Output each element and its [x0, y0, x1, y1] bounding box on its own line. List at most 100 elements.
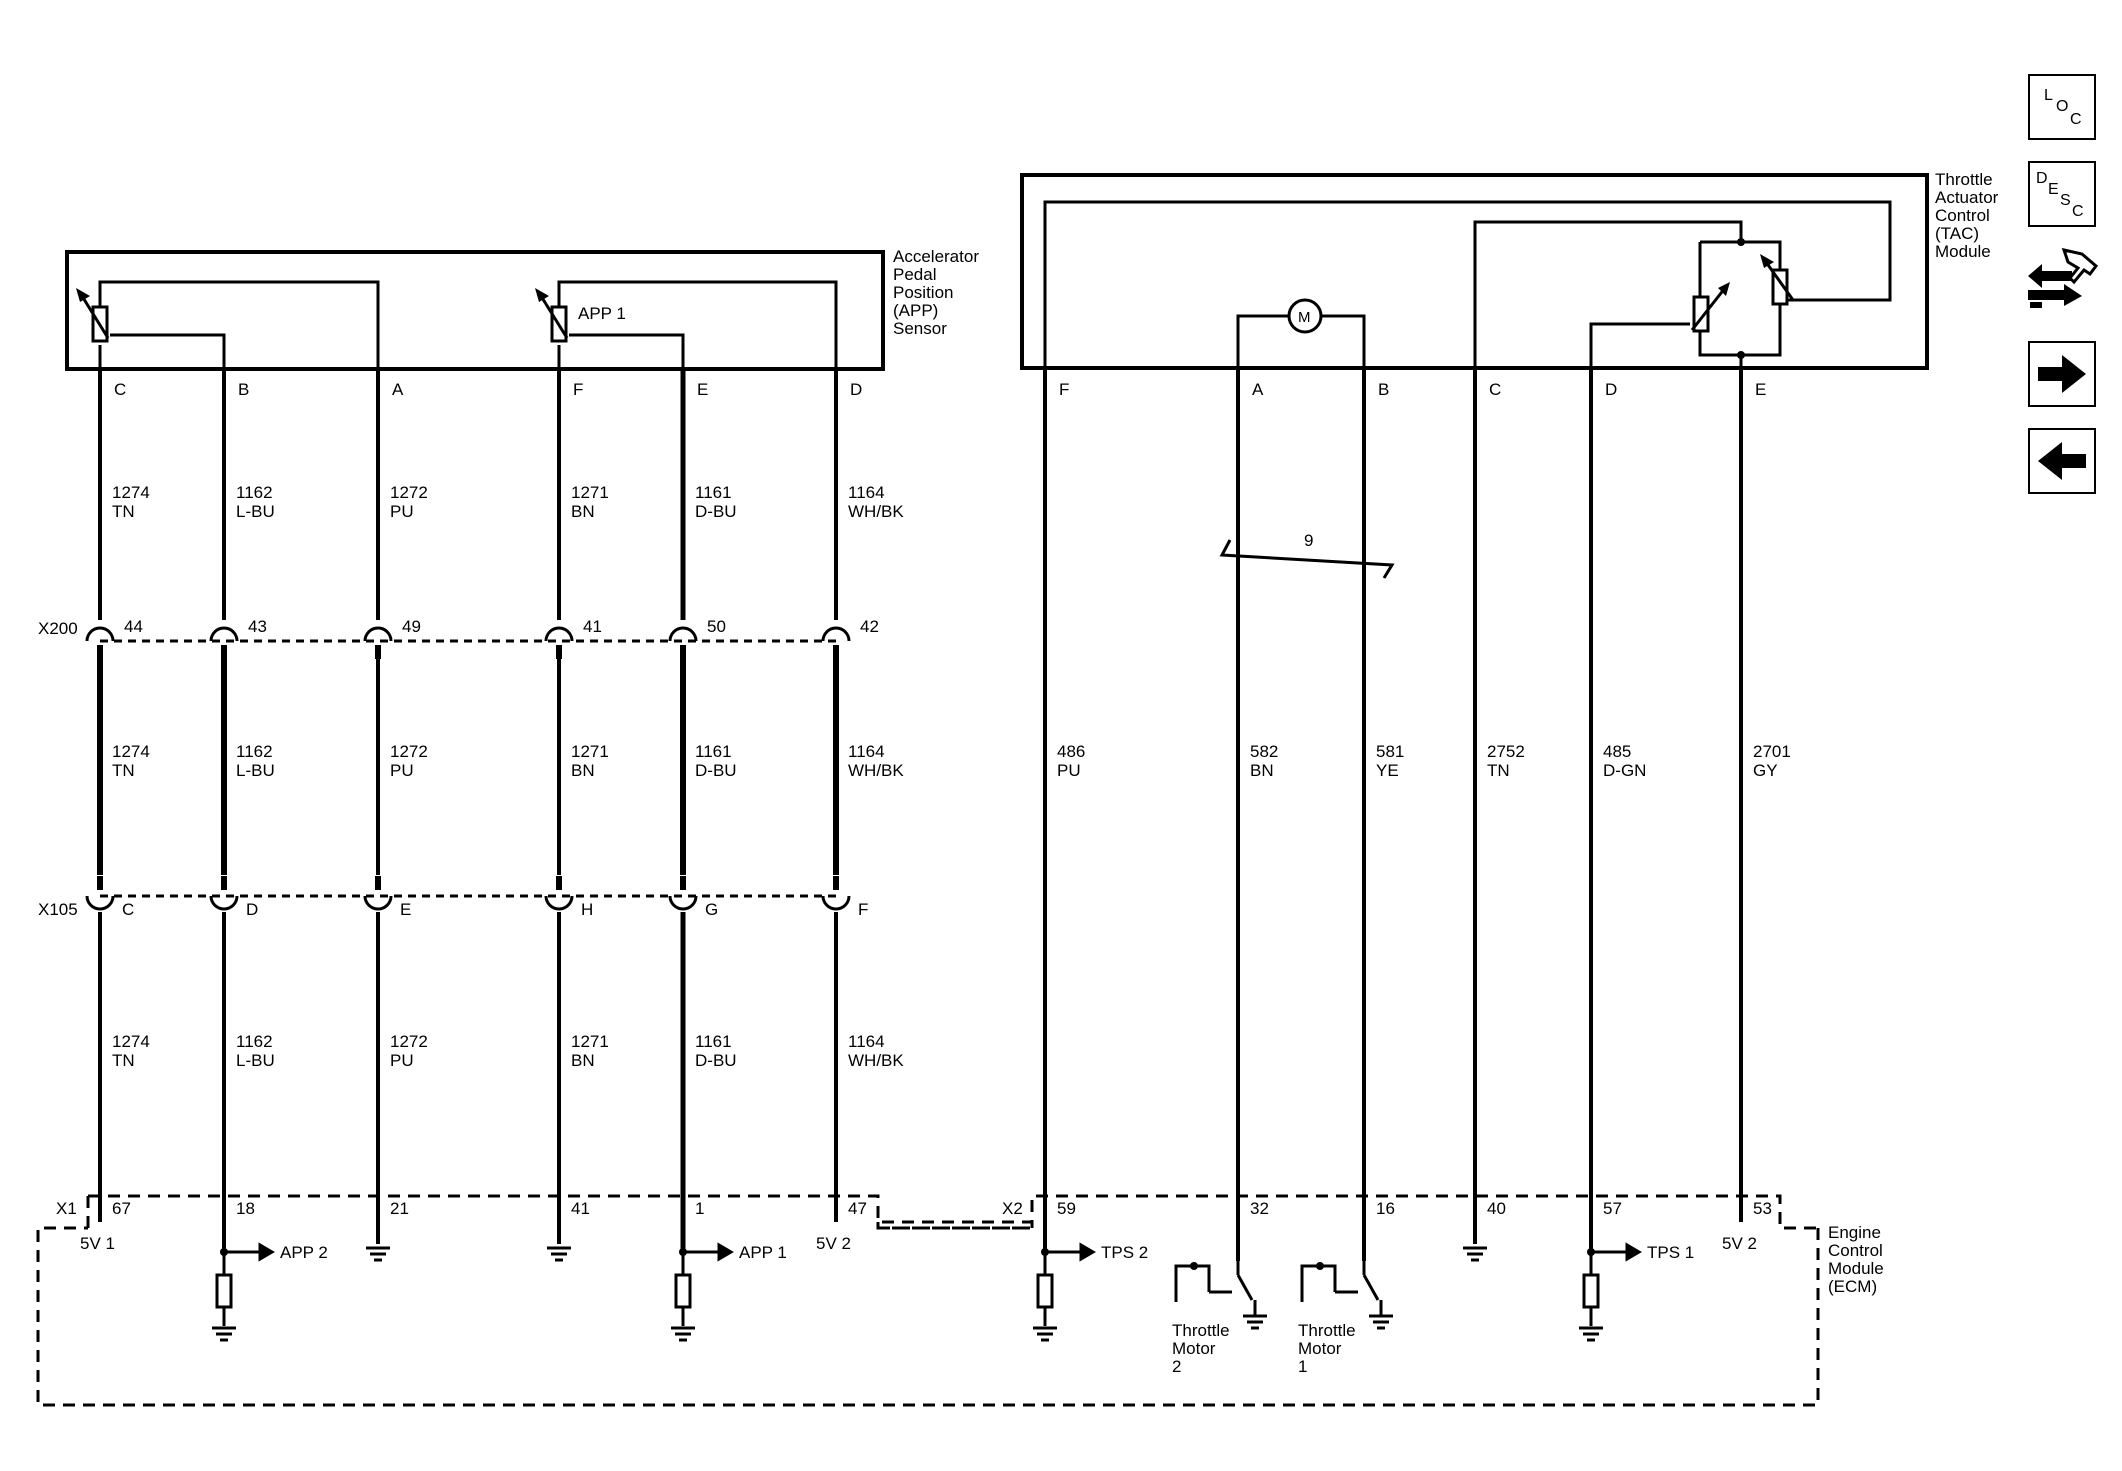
x1-pin: 67 [112, 1199, 131, 1218]
junction-dots [220, 1248, 1595, 1256]
next-arrow-icon [2038, 355, 2086, 393]
description-button[interactable]: D E S C [2028, 161, 2096, 227]
app-sensor-title-4: (APP) [893, 301, 938, 320]
svg-text:GY: GY [1753, 761, 1778, 780]
x200-pin: 43 [248, 617, 267, 636]
svg-text:1272: 1272 [390, 1032, 428, 1051]
x1-pin: 18 [236, 1199, 255, 1218]
ecm-5v1-label: 5V 1 [80, 1234, 115, 1253]
ecm-title-4: (ECM) [1828, 1277, 1877, 1296]
throttle-motor-1-dot [1316, 1262, 1324, 1270]
app-wires [97, 369, 839, 1252]
tac-title-1: Throttle [1935, 170, 1993, 189]
x200-pin: 42 [860, 617, 879, 636]
x1-label: X1 [56, 1199, 77, 1218]
ecm-title-2: Control [1828, 1241, 1883, 1260]
x200-label: X200 [38, 619, 78, 638]
svg-text:D-BU: D-BU [695, 1051, 737, 1070]
tac-pin-b: B [1378, 380, 1389, 399]
svg-text:1274: 1274 [112, 483, 150, 502]
x2-pin: 53 [1753, 1199, 1772, 1218]
svg-text:1162: 1162 [236, 483, 273, 502]
svg-text:L-BU: L-BU [236, 502, 275, 521]
x105-label: X105 [38, 900, 78, 919]
connector-swap-button[interactable] [2024, 244, 2100, 314]
twisted-pair-icon [1219, 539, 1395, 579]
twist-label: 9 [1304, 531, 1313, 550]
svg-text:1272: 1272 [390, 483, 428, 502]
throttle-motor-1-label: Throttle [1298, 1321, 1356, 1340]
previous-arrow-icon [2038, 442, 2086, 480]
svg-text:D-BU: D-BU [695, 761, 737, 780]
app-sensor-box [65, 250, 885, 371]
svg-text:1164: 1164 [848, 483, 885, 502]
previous-button[interactable] [2028, 428, 2096, 494]
x2-pin: 40 [1487, 1199, 1506, 1218]
svg-text:C: C [2072, 203, 2084, 220]
throttle-motor-2-label: 2 [1172, 1357, 1181, 1376]
x105-pins-male [97, 876, 839, 890]
tps1-potentiometer-icon [1690, 282, 1730, 333]
svg-text:TN: TN [1487, 761, 1510, 780]
x200-pin: 41 [583, 617, 602, 636]
svg-text:S: S [2060, 192, 2071, 209]
signal-arrows [224, 1242, 1642, 1262]
svg-text:1161: 1161 [695, 483, 732, 502]
svg-text:L: L [2044, 87, 2053, 104]
app-pin-e: E [697, 380, 708, 399]
app-sensor-internal-wiring [98, 280, 838, 369]
location-button[interactable]: L O C [2028, 74, 2096, 140]
throttle-motor-2-label: Motor [1172, 1339, 1216, 1358]
x105-terminals [85, 895, 851, 911]
svg-text:485: 485 [1603, 742, 1631, 761]
x1-pin: 47 [848, 1199, 867, 1218]
next-button[interactable] [2028, 341, 2096, 407]
app-sensor-title-2: Pedal [893, 265, 936, 284]
ecm-outline [36, 1194, 1820, 1407]
svg-text:2752: 2752 [1487, 742, 1525, 761]
svg-text:YE: YE [1376, 761, 1399, 780]
throttle-motor-2-label: Throttle [1172, 1321, 1230, 1340]
connector-swap-icon [2028, 247, 2099, 308]
throttle-motor-1-label: Motor [1298, 1339, 1342, 1358]
svg-text:L-BU: L-BU [236, 761, 275, 780]
tac-title-3: Control [1935, 206, 1990, 225]
svg-text:E: E [2048, 181, 2059, 198]
svg-text:581: 581 [1376, 742, 1404, 761]
svg-text:1272: 1272 [390, 742, 428, 761]
ecm-app1-label: APP 1 [739, 1243, 787, 1262]
x2-pin: 57 [1603, 1199, 1622, 1218]
svg-text:1164: 1164 [848, 1032, 885, 1051]
svg-text:O: O [2056, 98, 2068, 115]
app1-potentiometer-icon [535, 288, 569, 343]
tac-pin-a: A [1252, 380, 1264, 399]
svg-text:C: C [2070, 111, 2082, 128]
x1-pin: 21 [390, 1199, 409, 1218]
tac-wires [1043, 368, 1743, 1261]
svg-text:PU: PU [390, 502, 414, 521]
svg-text:TN: TN [112, 761, 135, 780]
x200-pin: 49 [402, 617, 421, 636]
svg-text:D-GN: D-GN [1603, 761, 1646, 780]
svg-text:1164: 1164 [848, 742, 885, 761]
app-sensor-title-1: Accelerator [893, 247, 979, 266]
app-pin-d: D [850, 380, 862, 399]
svg-text:582: 582 [1250, 742, 1278, 761]
tac-internal-wiring [1043, 200, 1892, 368]
tac-pin-e: E [1755, 380, 1766, 399]
ecm-5v2-app-label: 5V 2 [816, 1234, 851, 1253]
ecm-title-1: Engine [1828, 1223, 1881, 1242]
tac-pin-c: C [1489, 380, 1501, 399]
svg-text:1271: 1271 [571, 742, 609, 761]
svg-text:486: 486 [1057, 742, 1085, 761]
svg-text:D: D [2036, 170, 2048, 187]
svg-text:PU: PU [1057, 761, 1081, 780]
svg-text:BN: BN [571, 1051, 595, 1070]
tps2-potentiometer-icon [1760, 254, 1795, 306]
app-pin-a: A [392, 380, 404, 399]
app-sensor-title-3: Position [893, 283, 953, 302]
